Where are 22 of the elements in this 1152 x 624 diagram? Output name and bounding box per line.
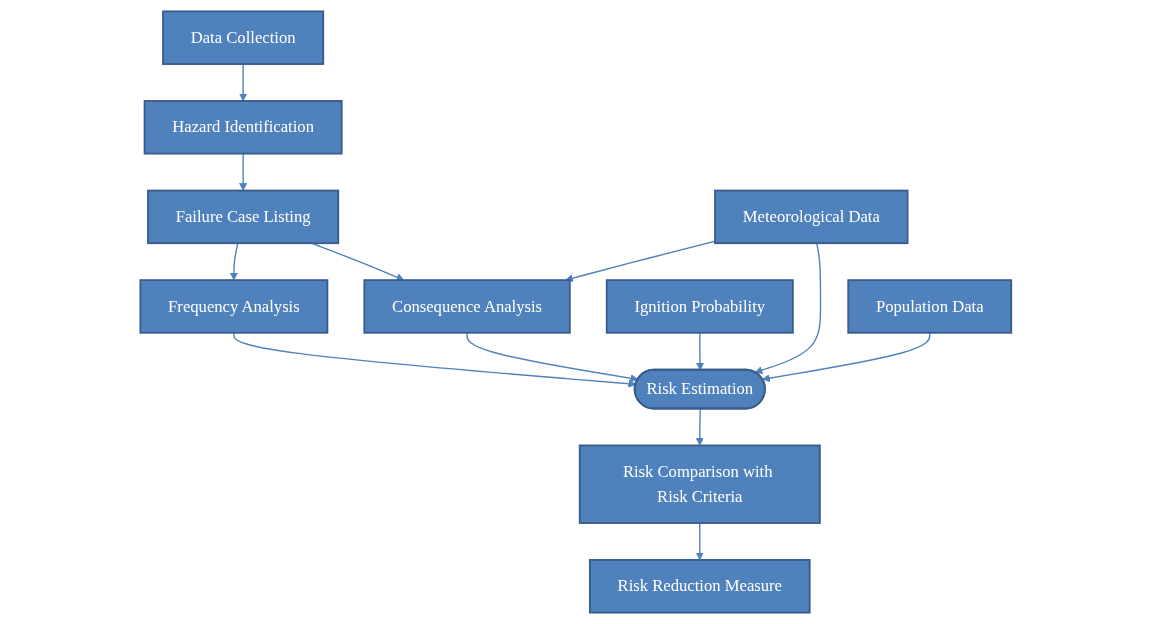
- arrow: [311, 242, 405, 282]
- arrow: [695, 522, 705, 561]
- arrow: [233, 332, 637, 388]
- node-box: Frequency Analysis: [139, 279, 329, 334]
- node-box: Risk Comparison with Risk Criteria: [579, 444, 821, 524]
- arrow: [754, 242, 822, 374]
- node-box: Hazard Identification: [143, 100, 343, 155]
- arrow: [565, 240, 716, 283]
- node-box: Failure Case Listing: [147, 189, 340, 245]
- arrow: [466, 332, 639, 383]
- node-box: Risk Reduction Measure: [589, 559, 811, 614]
- node-box: Consequence Analysis: [363, 279, 571, 334]
- arrow: [695, 408, 705, 446]
- node-box: Meteorological Data: [714, 189, 909, 245]
- arrow: [239, 63, 248, 102]
- arrow: [230, 242, 239, 281]
- node-box: Ignition Probability: [606, 279, 794, 334]
- arrow: [239, 152, 248, 191]
- node-box: Population Data: [847, 279, 1013, 334]
- node-box: Data Collection: [162, 10, 325, 65]
- arrow: [762, 332, 931, 383]
- arrow: [696, 332, 705, 371]
